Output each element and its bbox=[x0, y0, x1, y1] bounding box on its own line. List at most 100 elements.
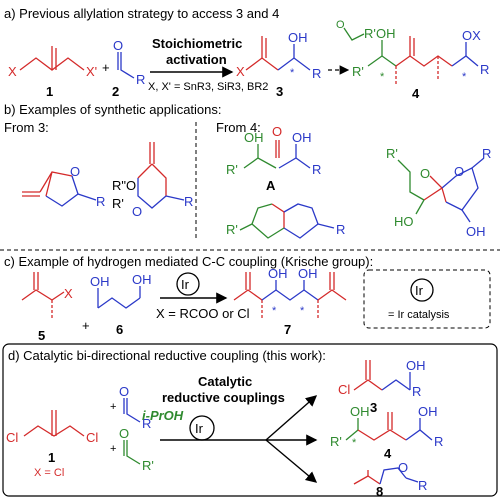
svg-text:*: * bbox=[272, 305, 277, 317]
svg-text:R': R' bbox=[226, 162, 238, 177]
section-c: c) Example of hydrogen mediated C-C coup… bbox=[0, 249, 500, 343]
svg-text:O: O bbox=[454, 164, 464, 179]
aldehyde-pair: + O R + O R' bbox=[110, 384, 154, 473]
aldehyde-r-prime: O R' bbox=[336, 19, 376, 41]
thf-structure: O R bbox=[22, 164, 105, 209]
svg-text:R: R bbox=[434, 434, 443, 449]
ir-catalyst-symbol-d: Ir bbox=[195, 421, 204, 436]
svg-text:+: + bbox=[110, 401, 116, 413]
thp-structure: O R R"O R' bbox=[112, 142, 193, 219]
svg-text:*: * bbox=[300, 305, 305, 317]
x-equals-cl: X = Cl bbox=[34, 467, 64, 479]
label-7: 7 bbox=[284, 322, 291, 337]
section-a: a) Previous allylation strategy to acces… bbox=[4, 6, 489, 101]
label-5: 5 bbox=[38, 328, 45, 343]
compound-3-cl: Cl OH R 3 bbox=[338, 358, 426, 415]
arrow-a: Stoichiometric activation X, X' = SnR3, … bbox=[148, 36, 268, 93]
svg-text:R': R' bbox=[386, 146, 398, 161]
svg-text:OH: OH bbox=[376, 26, 396, 41]
reagent-above: Stoichiometric bbox=[152, 36, 242, 51]
compound-8: O R 8 bbox=[353, 460, 427, 498]
compound-5: X 5 bbox=[21, 272, 73, 343]
compound-A: O OH R' OH R A bbox=[226, 124, 321, 193]
svg-text:X: X bbox=[64, 286, 73, 301]
svg-text:+: + bbox=[82, 318, 90, 333]
svg-text:O: O bbox=[420, 166, 430, 181]
svg-text:OH: OH bbox=[406, 358, 426, 373]
ir-legend-icon bbox=[410, 278, 434, 302]
svg-text:OH: OH bbox=[90, 274, 110, 289]
reagent-d-2: reductive couplings bbox=[162, 390, 285, 405]
compound-1-cl: Cl Cl 1 X = Cl bbox=[6, 410, 98, 479]
ir-catalyst-icon bbox=[176, 272, 200, 296]
compound-7: OH OH * * 7 bbox=[233, 266, 347, 337]
label-6: 6 bbox=[116, 322, 123, 337]
arrow-d: Catalytic reductive couplings i-PrOH Ir bbox=[142, 374, 318, 483]
label-A: A bbox=[266, 178, 276, 193]
label-3: 3 bbox=[276, 84, 283, 99]
svg-text:X: X bbox=[236, 64, 245, 79]
svg-text:OH: OH bbox=[288, 30, 308, 45]
compound-4: R' OH * OX * R 4 bbox=[352, 26, 489, 101]
svg-text:OH: OH bbox=[418, 404, 438, 419]
reductant: i-PrOH bbox=[142, 408, 184, 423]
from-4-label: From 4: bbox=[216, 120, 261, 135]
svg-text:R: R bbox=[312, 162, 321, 177]
svg-text:Cl: Cl bbox=[338, 382, 350, 397]
svg-text:R: R bbox=[184, 194, 193, 209]
section-b: b) Examples of synthetic applications: F… bbox=[4, 102, 491, 240]
svg-text:OH: OH bbox=[292, 130, 312, 145]
svg-text:+: + bbox=[102, 60, 110, 75]
ir-legend: Ir = Ir catalysis bbox=[363, 269, 491, 329]
section-d-title: d) Catalytic bi-directional reductive co… bbox=[8, 348, 326, 363]
svg-text:HO: HO bbox=[394, 214, 414, 229]
svg-text:OH: OH bbox=[244, 130, 264, 145]
spiroketal-structure: R' O O R HO OH bbox=[386, 146, 491, 239]
ir-legend-label: = Ir catalysis bbox=[388, 309, 450, 321]
svg-text:O: O bbox=[336, 19, 345, 31]
section-d-box bbox=[2, 343, 498, 497]
ir-catalyst-symbol: Ir bbox=[181, 277, 190, 292]
svg-text:O: O bbox=[113, 38, 123, 53]
svg-text:O: O bbox=[70, 164, 80, 179]
svg-text:R: R bbox=[96, 194, 105, 209]
from-3-label: From 3: bbox=[4, 120, 49, 135]
svg-text:R: R bbox=[136, 72, 145, 87]
arrow-c: Ir X = RCOO or Cl bbox=[156, 272, 250, 321]
svg-text:R: R bbox=[312, 66, 321, 81]
conditions-a: X, X' = SnR3, SiR3, BR2 bbox=[148, 81, 268, 93]
svg-text:R: R bbox=[418, 478, 427, 493]
svg-text:*: * bbox=[380, 71, 385, 83]
section-d: d) Catalytic bi-directional reductive co… bbox=[2, 343, 498, 498]
label-4: 4 bbox=[412, 86, 420, 101]
reagent-below: activation bbox=[166, 52, 227, 67]
svg-text:R: R bbox=[336, 222, 345, 237]
svg-text:R': R' bbox=[364, 26, 376, 41]
svg-text:OH: OH bbox=[132, 272, 152, 287]
label-4-d: 4 bbox=[384, 446, 392, 461]
svg-text:O: O bbox=[272, 124, 282, 139]
section-a-title: a) Previous allylation strategy to acces… bbox=[4, 6, 279, 21]
svg-text:OH: OH bbox=[268, 266, 288, 281]
label-8: 8 bbox=[376, 484, 383, 498]
label-1: 1 bbox=[46, 84, 53, 99]
section-c-title: c) Example of hydrogen mediated C-C coup… bbox=[4, 254, 373, 269]
svg-text:OH: OH bbox=[298, 266, 318, 281]
svg-text:*: * bbox=[352, 437, 357, 449]
svg-text:X': X' bbox=[86, 64, 97, 79]
compound-2: O R 2 bbox=[112, 38, 145, 99]
conditions-c: X = RCOO or Cl bbox=[156, 306, 250, 321]
svg-text:R: R bbox=[480, 62, 489, 77]
svg-text:R"O: R"O bbox=[112, 178, 136, 193]
svg-text:R': R' bbox=[352, 64, 364, 79]
svg-text:*: * bbox=[290, 67, 295, 79]
svg-text:R': R' bbox=[142, 458, 154, 473]
svg-text:R': R' bbox=[112, 196, 124, 211]
svg-text:R: R bbox=[142, 416, 151, 431]
svg-text:Cl: Cl bbox=[86, 430, 98, 445]
svg-text:OH: OH bbox=[466, 224, 486, 239]
svg-text:+: + bbox=[110, 443, 116, 455]
reagent-d-1: Catalytic bbox=[198, 374, 252, 389]
svg-text:R: R bbox=[412, 384, 421, 399]
